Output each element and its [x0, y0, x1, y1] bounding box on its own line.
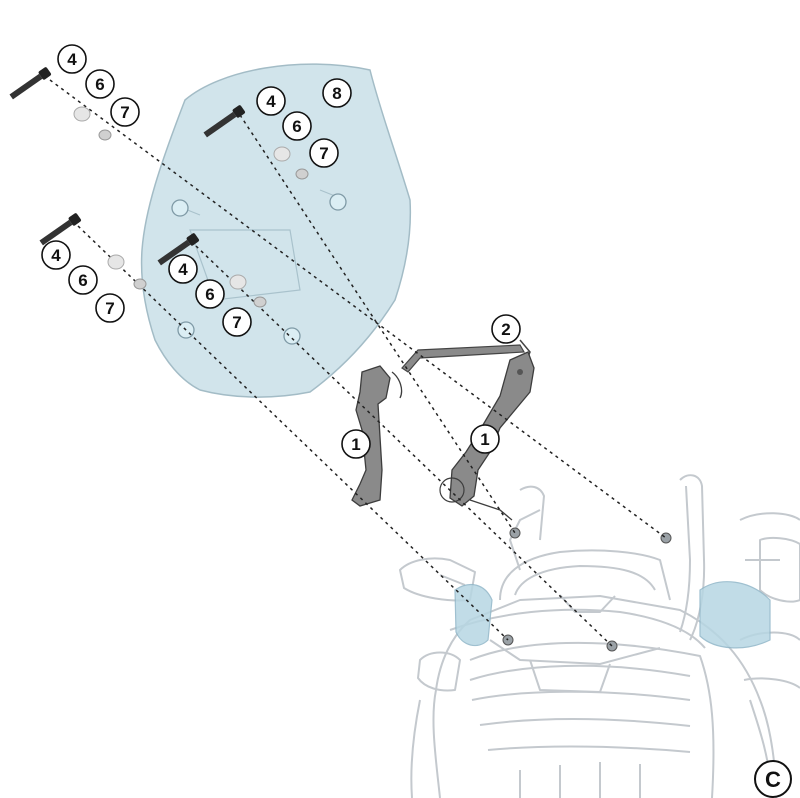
svg-text:6: 6: [292, 117, 301, 136]
screw-icon: [203, 105, 245, 138]
callout-spacer-c: 6: [68, 265, 98, 295]
screen-hole-upper-right: [329, 193, 347, 211]
svg-text:6: 6: [78, 271, 87, 290]
screw-icon: [9, 67, 51, 100]
left-bracket: [351, 365, 403, 507]
callout-washer-a: 7: [110, 97, 140, 127]
step-label: C: [754, 760, 792, 798]
svg-text:6: 6: [95, 75, 104, 94]
svg-text:7: 7: [120, 103, 129, 122]
screw-set-c: [39, 213, 147, 290]
svg-text:7: 7: [105, 299, 114, 318]
frame-mount-points: [502, 527, 672, 652]
svg-text:4: 4: [178, 260, 188, 279]
svg-text:C: C: [765, 767, 781, 792]
callout-screw-c: 4: [41, 240, 71, 270]
callout-washer-b: 7: [309, 138, 339, 168]
screen-hole-upper-left: [171, 199, 189, 217]
washer-icon: [295, 168, 309, 180]
callouts: 4 6 7 8 4 6 7 4: [41, 44, 521, 459]
callout-screw-b: 4: [256, 86, 286, 116]
callout-spacer-b: 6: [282, 111, 312, 141]
screw-set-a: [9, 67, 112, 141]
assembly-leader-lines: [49, 79, 667, 647]
screw-set-d: [157, 233, 267, 308]
screen-hole-lower-right: [283, 327, 301, 345]
washer-icon: [253, 296, 267, 308]
spacer-icon: [107, 254, 125, 270]
callout-right-bracket: 1: [470, 424, 500, 454]
screw-icon: [157, 233, 199, 266]
svg-text:7: 7: [232, 313, 241, 332]
callout-spacer-a: 6: [85, 69, 115, 99]
callout-spacer-d: 6: [195, 279, 225, 309]
callout-screw-a: 4: [57, 44, 87, 74]
spacer-icon: [229, 274, 247, 290]
svg-text:2: 2: [501, 320, 510, 339]
callout-left-bracket: 1: [341, 429, 371, 459]
washer-icon: [98, 129, 112, 141]
callout-washer-d: 7: [222, 307, 252, 337]
svg-text:1: 1: [351, 435, 360, 454]
svg-text:4: 4: [266, 92, 276, 111]
svg-text:6: 6: [205, 285, 214, 304]
spacer-icon: [273, 146, 291, 162]
svg-text:4: 4: [67, 50, 77, 69]
callout-screw-d: 4: [168, 254, 198, 284]
svg-text:8: 8: [332, 84, 341, 103]
callout-screen: 8: [322, 78, 352, 108]
screw-set-b: [203, 105, 309, 180]
svg-text:1: 1: [480, 430, 489, 449]
callout-crossbar: 2: [491, 314, 521, 344]
side-deflectors: [454, 581, 771, 649]
washer-icon: [133, 278, 147, 290]
svg-text:7: 7: [319, 144, 328, 163]
callout-washer-c: 7: [95, 293, 125, 323]
svg-text:4: 4: [51, 246, 61, 265]
spacer-icon: [73, 106, 91, 122]
screw-icon: [39, 213, 81, 246]
